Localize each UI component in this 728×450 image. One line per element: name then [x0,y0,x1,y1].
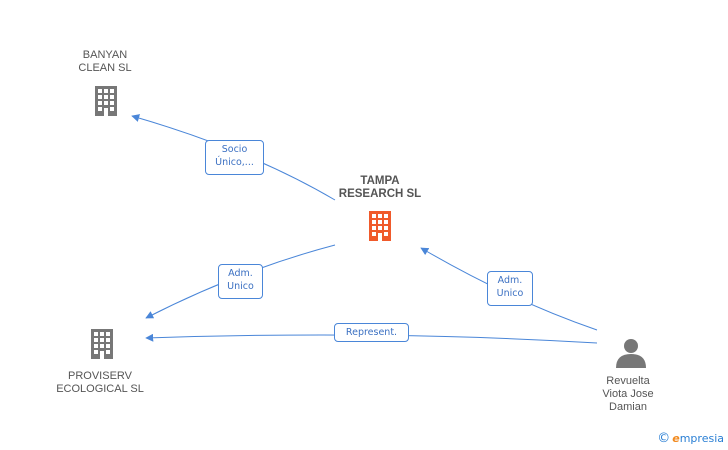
node-label-tampa[interactable]: TAMPA RESEARCH SL [338,175,422,200]
banyan-building-icon [95,86,117,116]
node-label-revuelta[interactable]: Revuelta Viota Jose Damian [602,375,654,413]
node-label-banyan[interactable]: BANYAN CLEAN SL [78,49,132,74]
edge-label-socio-unico: Socio Único,... [205,140,264,175]
edge-label-adm-unico-tampa: Adm. Unico [487,271,533,306]
node-label-proviserv[interactable]: PROVISERV ECOLOGICAL SL [56,370,144,395]
brand-initial: e [672,432,680,445]
empresia-logo[interactable]: ©empresia [657,431,724,446]
copyright-symbol: © [657,431,671,446]
proviserv-building-icon [91,329,113,359]
brand-name: mpresia [679,432,724,445]
edge-label-represent: Represent. [334,323,409,342]
revuelta-person-icon [616,339,646,368]
edge-label-adm-unico-proviserv: Adm. Unico [218,264,263,299]
tampa-building-icon [369,211,391,241]
